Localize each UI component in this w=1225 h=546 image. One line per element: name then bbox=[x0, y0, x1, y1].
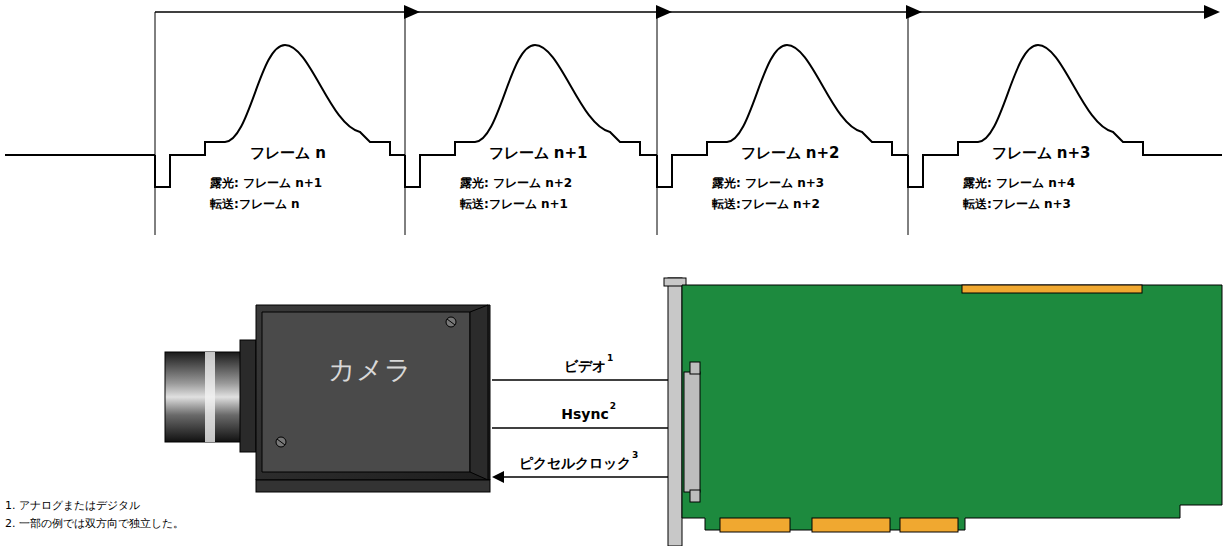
gold-finger bbox=[900, 518, 958, 532]
camera-side bbox=[470, 305, 488, 480]
video-line bbox=[492, 379, 680, 381]
pcb bbox=[682, 285, 1222, 530]
signal-lines bbox=[492, 374, 690, 483]
camera-illustration bbox=[165, 305, 490, 492]
camera-name: カメラ bbox=[328, 352, 412, 388]
gold-edge bbox=[962, 285, 1142, 293]
timeline bbox=[155, 5, 1220, 235]
video-waveform bbox=[5, 45, 1222, 187]
screw-slot bbox=[277, 439, 285, 445]
footnote: 2. 一部の例では双方向で独立した。 bbox=[5, 518, 184, 531]
hsync-line bbox=[492, 427, 680, 429]
footnote-mark: 2 bbox=[610, 401, 616, 411]
camera-label-box: カメラ bbox=[280, 340, 460, 400]
frame-label: フレーム n+1 bbox=[489, 145, 588, 162]
frame-label: フレーム n bbox=[250, 145, 326, 162]
connector-post bbox=[690, 490, 700, 502]
frame-signal bbox=[908, 45, 1222, 187]
lens-mount bbox=[240, 340, 256, 452]
frame-divider bbox=[908, 12, 909, 235]
camera-body bbox=[256, 305, 490, 480]
lens-ring bbox=[205, 352, 215, 442]
transfer-label: 転送:フレーム n+1 bbox=[460, 198, 568, 212]
exposure-label: 露光: フレーム n+4 bbox=[963, 177, 1075, 191]
frame-grabber-board bbox=[664, 278, 1222, 546]
connector-post bbox=[690, 362, 700, 374]
arrow-head bbox=[404, 5, 420, 19]
frame-signal bbox=[657, 45, 908, 187]
connector bbox=[684, 372, 700, 492]
transfer-label: 転送:フレーム n+2 bbox=[712, 198, 820, 212]
exposure-label: 露光: フレーム n+2 bbox=[460, 177, 572, 191]
baseline bbox=[5, 154, 155, 156]
signal-name: Hsync bbox=[561, 406, 608, 422]
frame-divider bbox=[657, 12, 658, 235]
lens bbox=[165, 352, 243, 442]
screw-slot bbox=[447, 319, 455, 325]
arrow-head bbox=[656, 5, 672, 19]
time-axis bbox=[155, 11, 1214, 13]
bracket bbox=[668, 278, 682, 546]
pixel-clock-line bbox=[502, 476, 680, 478]
gold-finger bbox=[720, 518, 790, 532]
camera-front bbox=[262, 312, 470, 472]
transfer-label: 転送:フレーム n+3 bbox=[963, 198, 1071, 212]
signal-name: ビデオ bbox=[564, 358, 606, 374]
arrow-head bbox=[1204, 5, 1220, 19]
exposure-label: 露光: フレーム n+1 bbox=[210, 177, 322, 191]
frame-label: フレーム n+3 bbox=[992, 145, 1091, 162]
frame-divider bbox=[405, 12, 406, 235]
frame-signal bbox=[405, 45, 657, 187]
signal-name: ピクセルクロック bbox=[519, 455, 631, 471]
footnote-mark: 3 bbox=[632, 450, 638, 460]
frame-label: フレーム n+2 bbox=[741, 145, 840, 162]
footnote-mark: 1 bbox=[607, 353, 613, 363]
gold-finger bbox=[812, 518, 890, 532]
screw bbox=[446, 317, 456, 327]
arrow-head bbox=[492, 471, 504, 483]
screw bbox=[276, 437, 286, 447]
camera-base bbox=[256, 480, 490, 492]
frame-signal bbox=[155, 45, 405, 187]
transfer-label: 転送:フレーム n bbox=[210, 198, 300, 212]
footnote: 1. アナログまたはデジタル bbox=[5, 500, 140, 513]
exposure-label: 露光: フレーム n+3 bbox=[712, 177, 824, 191]
frame-divider bbox=[155, 12, 156, 235]
